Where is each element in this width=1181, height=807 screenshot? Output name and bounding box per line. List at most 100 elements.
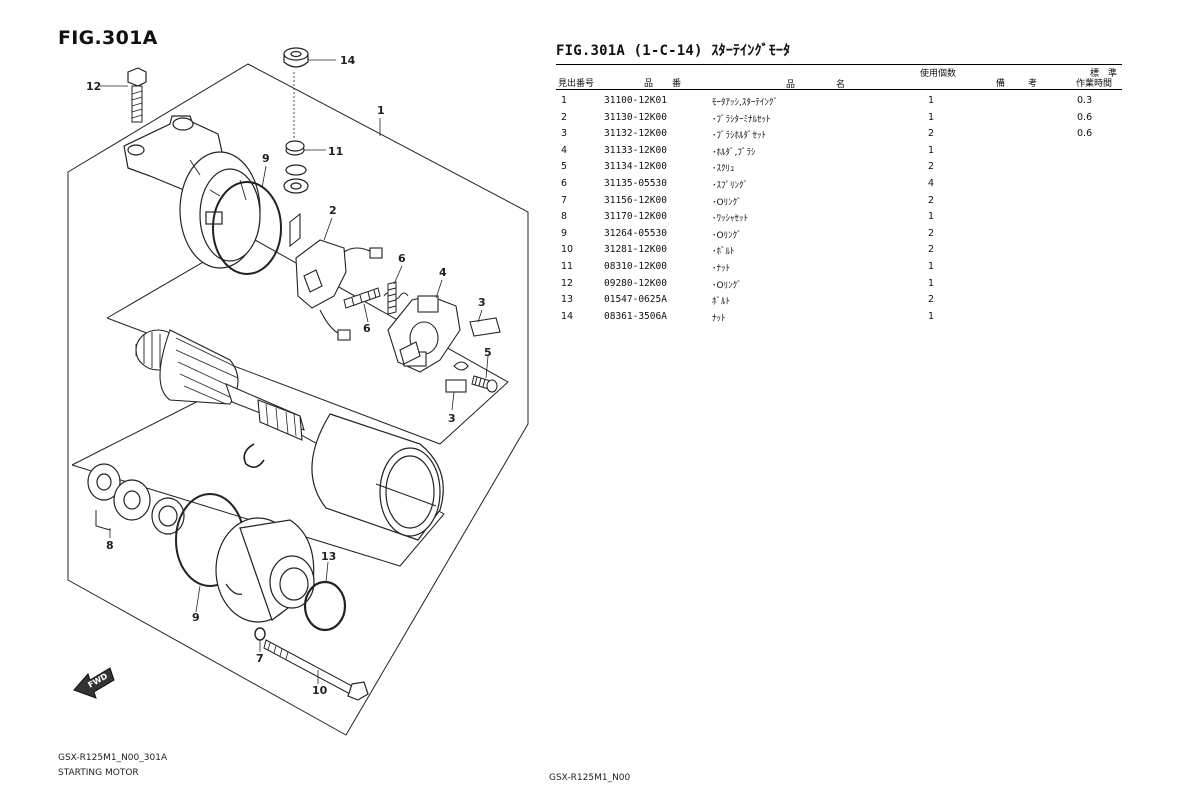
callout-1: 1	[377, 104, 385, 117]
ref-number: 14	[561, 310, 574, 322]
callout-9-bottom: 9	[192, 611, 200, 624]
callout-11: 11	[328, 145, 343, 158]
ref-number: 13	[561, 294, 574, 306]
part-name: ﾎﾞﾙﾄ	[712, 297, 731, 308]
part-10-through-bolt	[263, 639, 369, 701]
quantity: 1	[928, 111, 935, 123]
part-number: 31264-05530	[604, 227, 667, 239]
part-6-springs	[343, 281, 409, 315]
header-qty: 使用個数	[920, 69, 957, 79]
exploded-parts-diagram: FWD 12 14 11 1 9 2 6 6 4 3 5 3 8 9	[67, 47, 529, 736]
part-number: 31132-12K00	[604, 128, 667, 140]
ref-number: 9	[561, 227, 568, 239]
quantity: 1	[928, 95, 935, 106]
header-part-no-b: 番	[672, 79, 682, 89]
part-number: 08361-3506A	[604, 310, 667, 322]
brush-section-outline	[106, 235, 509, 445]
header-ref: 見出番号	[558, 79, 595, 89]
footer-page-model: GSX-R125M1_N00	[549, 773, 631, 783]
part-11-nut	[283, 72, 309, 194]
part-12-o-ring	[303, 580, 347, 632]
callout-3-top: 3	[478, 296, 486, 309]
callout-5: 5	[484, 346, 492, 359]
part-name: ･ﾜｯｼｬｾｯﾄ	[712, 214, 749, 225]
footer-section-name: STARTING MOTOR	[58, 768, 139, 778]
part-name: ･ﾅｯﾄ	[712, 263, 731, 274]
part-number: 09280-12K00	[604, 277, 667, 289]
quantity: 1	[928, 310, 935, 322]
header-part-no-a: 品	[644, 79, 654, 89]
ref-number: 6	[561, 177, 568, 189]
part-name: ﾓｰﾀｱｯｼ,ｽﾀｰﾃｲﾝｸﾞ	[712, 98, 778, 108]
part-number: 31134-12K00	[604, 161, 667, 173]
part-2-brush-terminal	[289, 212, 383, 341]
part-number: 08310-12K00	[604, 260, 667, 272]
quantity: 2	[928, 227, 935, 239]
part-number: 31133-12K00	[604, 144, 667, 156]
callout-6-top: 6	[398, 252, 406, 265]
part-number: 01547-0625A	[604, 294, 667, 306]
fwd-arrow-icon: FWD	[73, 667, 115, 699]
footer-model-code: GSX-R125M1_N00_301A	[58, 753, 168, 763]
ref-number: 11	[561, 260, 574, 272]
part-7-small-o-ring	[254, 627, 266, 641]
callout-9-top: 9	[262, 152, 270, 165]
part-8-washer-set	[87, 463, 185, 535]
quantity: 2	[928, 244, 935, 256]
quantity: 1	[928, 144, 935, 156]
header-time-b: 作業時間	[1076, 79, 1113, 89]
part-14-nut	[283, 47, 309, 68]
ref-number: 5	[561, 161, 568, 173]
table-row: 8 31170-12K00 ･ﾜｯｼｬｾｯﾄ 1	[556, 209, 1122, 226]
callout-3-bottom: 3	[448, 412, 456, 425]
ref-number: 12	[561, 277, 574, 289]
callout-2: 2	[329, 204, 337, 217]
parts-list-title: FIG.301A (1-C-14) ｽﾀｰﾃｲﾝｸﾞﾓｰﾀ	[556, 43, 791, 59]
part-name: ･Oﾘﾝｸﾞ	[712, 280, 742, 291]
part-number: 31170-12K00	[604, 211, 667, 223]
yoke	[311, 413, 444, 541]
ref-number: 4	[561, 144, 568, 156]
part-13-bolt	[127, 67, 147, 123]
callout-6-bottom: 6	[363, 322, 371, 335]
callout-8: 8	[106, 539, 114, 552]
table-row: 10 31281-12K00 ･ﾎﾞﾙﾄ 2	[556, 242, 1122, 259]
ref-number: 10	[561, 244, 574, 256]
parts-list-header: 見出番号 品 番 品 名 使用個数 備 考 標 準 作業時間	[556, 64, 1122, 90]
part-number: 31281-12K00	[604, 244, 667, 256]
table-row: 12 09280-12K00 ･Oﾘﾝｸﾞ 1	[556, 276, 1122, 293]
quantity: 1	[928, 211, 935, 223]
armature	[135, 329, 305, 441]
leader-lines	[100, 59, 489, 684]
frame-outline	[67, 63, 529, 736]
header-name-a: 品	[786, 80, 796, 90]
quantity: 2	[928, 161, 935, 173]
snap-ring	[243, 443, 265, 468]
labor-time: 0.6	[1077, 111, 1093, 123]
part-name: ･ﾎﾞﾙﾄ	[712, 247, 735, 258]
header-name-b: 名	[836, 80, 846, 90]
part-9-o-ring-top	[212, 181, 282, 275]
callout-12: 13	[321, 550, 336, 563]
part-name: ･ﾌﾞﾗｼﾎﾙﾀﾞｾｯﾄ	[712, 131, 767, 142]
callout-4: 4	[439, 266, 447, 279]
part-4-brush-holder	[387, 295, 461, 373]
table-row: 13 01547-0625A ﾎﾞﾙﾄ 2	[556, 292, 1122, 309]
callout-numbers: 12 14 11 1 9 2 6 6 4 3 5 3 8 9 13 7 10	[86, 54, 492, 697]
rear-housing	[215, 517, 315, 623]
callout-14: 14	[340, 54, 356, 67]
quantity: 1	[928, 277, 935, 289]
callout-7: 7	[256, 652, 264, 665]
ref-number: 8	[561, 211, 568, 223]
part-name: ･ｽﾌﾟﾘﾝｸﾞ	[712, 180, 749, 191]
part-number: 31135-05530	[604, 177, 667, 189]
quantity: 2	[928, 294, 935, 306]
